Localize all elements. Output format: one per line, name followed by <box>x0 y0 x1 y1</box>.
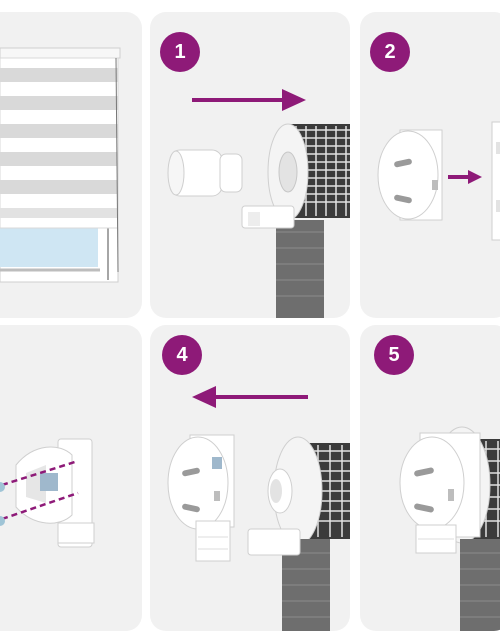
zebra-blind-illustration <box>0 47 121 283</box>
step-4-illustration <box>167 386 350 631</box>
step-5-illustration <box>399 426 500 631</box>
step-number-badge: 1 <box>160 32 200 72</box>
overview-panel <box>0 12 142 318</box>
step-number-badge: 4 <box>162 335 202 375</box>
step-3-panel <box>0 325 142 631</box>
step-3-illustration <box>0 438 95 548</box>
step-1-panel: 1 <box>150 12 350 318</box>
step-2-panel: 2 <box>360 12 500 318</box>
step-2-illustration <box>377 121 500 241</box>
step-5-panel: 5 <box>360 325 500 631</box>
assembly-dashed-lines-icon <box>1 459 79 521</box>
step-number-badge: 2 <box>370 32 410 72</box>
step-number-badge: 5 <box>374 335 414 375</box>
step-4-panel: 4 <box>150 325 350 631</box>
step-1-illustration <box>167 89 350 318</box>
